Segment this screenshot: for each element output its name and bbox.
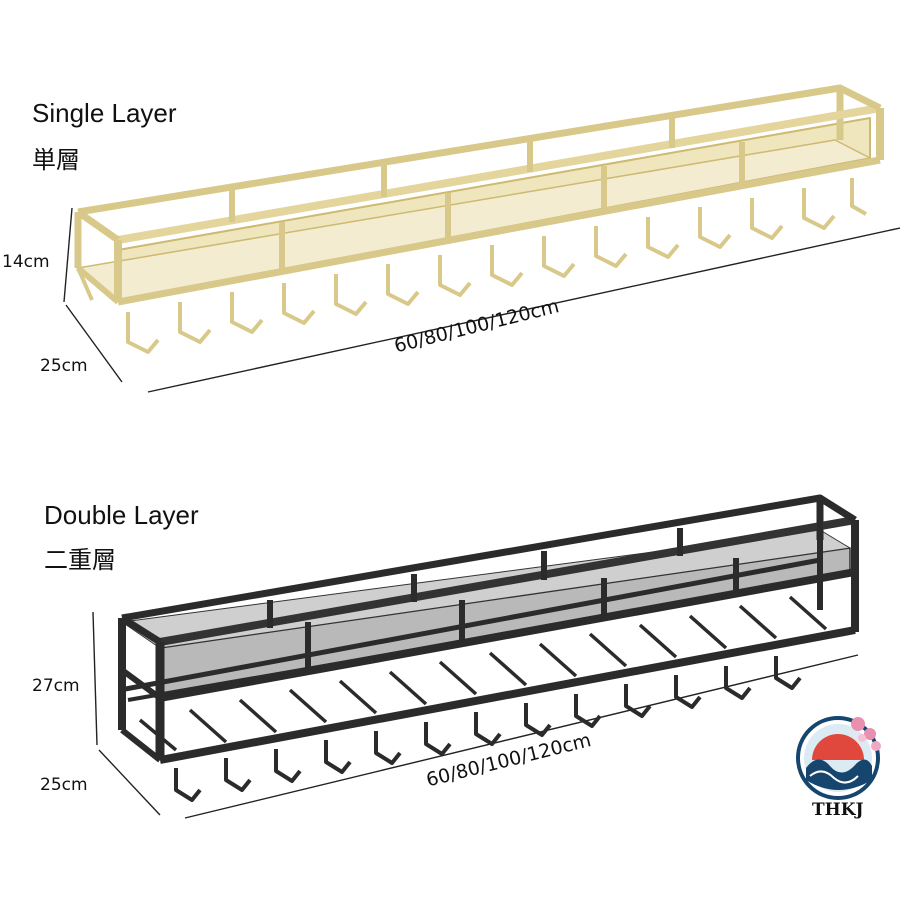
height-dimension-line-2 [92,611,98,746]
double-layer-title-cn: 二重層 [44,546,116,574]
double-top-rail [159,516,856,646]
depth-dimension-line [65,304,123,383]
height-dimension-line [63,207,73,303]
single-bottom-rail [117,156,881,306]
single-height-label: 14cm [2,252,50,272]
double-glass-hangers [174,656,802,802]
depth-dimension-line-2 [98,749,161,816]
single-layer-title: Single Layer [32,98,177,128]
double-layer-title: Double Layer [44,500,199,530]
wave-sun-blossom-icon [796,716,881,800]
single-top-rail [117,104,881,244]
double-depth-label: 25cm [40,775,88,795]
single-glass-hangers [126,178,867,354]
single-depth-label: 25cm [40,356,88,376]
brand-logo-text: THKJ [812,800,864,820]
double-height-label: 27cm [32,676,80,696]
double-glass-rails [138,595,828,752]
length-dimension-line-2 [184,654,859,819]
single-layer-rack [63,84,900,393]
double-layer-rack [92,494,859,819]
single-layer-title-cn: 単層 [32,146,80,174]
double-bottom-rail [159,626,856,764]
length-dimension-line [147,227,900,393]
